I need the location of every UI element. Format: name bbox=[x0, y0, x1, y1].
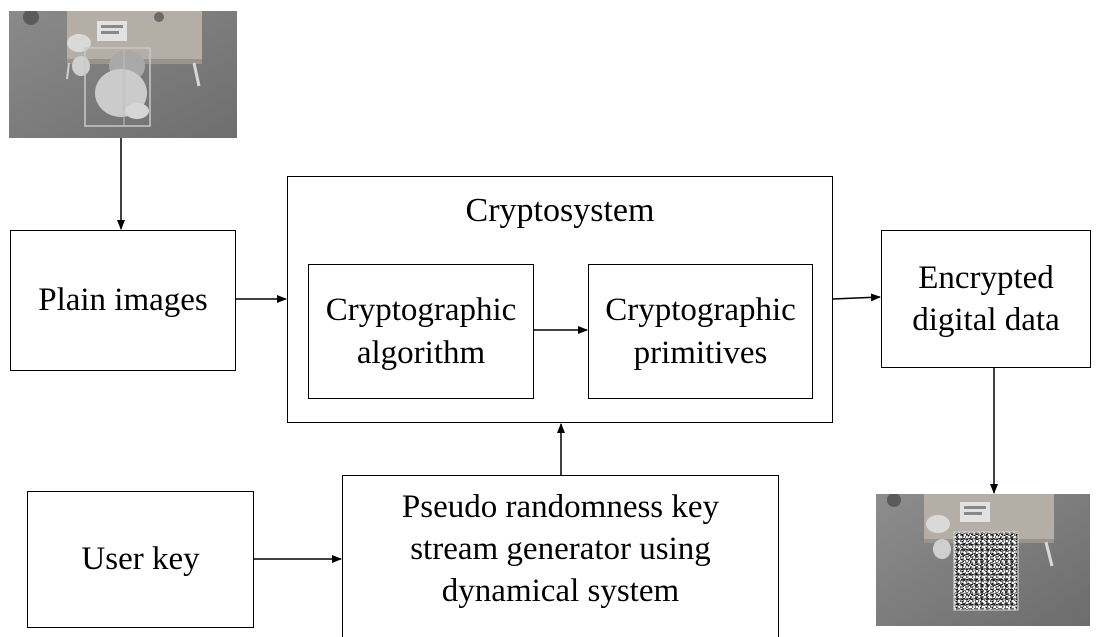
key-stream-generator-line-3: dynamical system bbox=[441, 573, 680, 610]
cryptographic-algorithm-node: Cryptographic algorithm bbox=[308, 264, 534, 399]
key-stream-generator-line-2: stream generator using bbox=[410, 531, 711, 568]
output-image bbox=[876, 494, 1090, 626]
encrypted-digital-data-node: Encrypted digital data bbox=[881, 230, 1091, 368]
cryptographic-primitives-line-1: Cryptographic bbox=[605, 292, 796, 329]
arrow-cryptosystem-to-encrypted-data bbox=[832, 293, 881, 302]
plain-surveillance-frame-icon bbox=[9, 11, 237, 138]
key-stream-generator-node: Pseudo randomness key stream generator u… bbox=[342, 475, 779, 637]
key-stream-generator-line-1: Pseudo randomness key bbox=[401, 489, 720, 525]
plain-images-label: Plain images bbox=[38, 282, 208, 319]
encrypted-digital-data-line-2: digital data bbox=[912, 302, 1060, 338]
encrypted-surveillance-frame-icon bbox=[876, 494, 1090, 626]
cryptographic-primitives-node: Cryptographic primitives bbox=[588, 264, 813, 399]
plain-images-node: Plain images bbox=[10, 230, 236, 371]
cryptographic-algorithm-line-1: Cryptographic bbox=[325, 292, 517, 329]
user-key-label: User key bbox=[81, 541, 200, 578]
cryptosystem-title: Cryptosystem bbox=[465, 192, 655, 229]
input-image bbox=[9, 11, 237, 138]
cryptographic-primitives-line-2: primitives bbox=[633, 334, 768, 371]
encrypted-digital-data-line-1: Encrypted bbox=[918, 259, 1054, 296]
cryptographic-algorithm-line-2: algorithm bbox=[356, 334, 486, 371]
user-key-node: User key bbox=[27, 491, 254, 628]
